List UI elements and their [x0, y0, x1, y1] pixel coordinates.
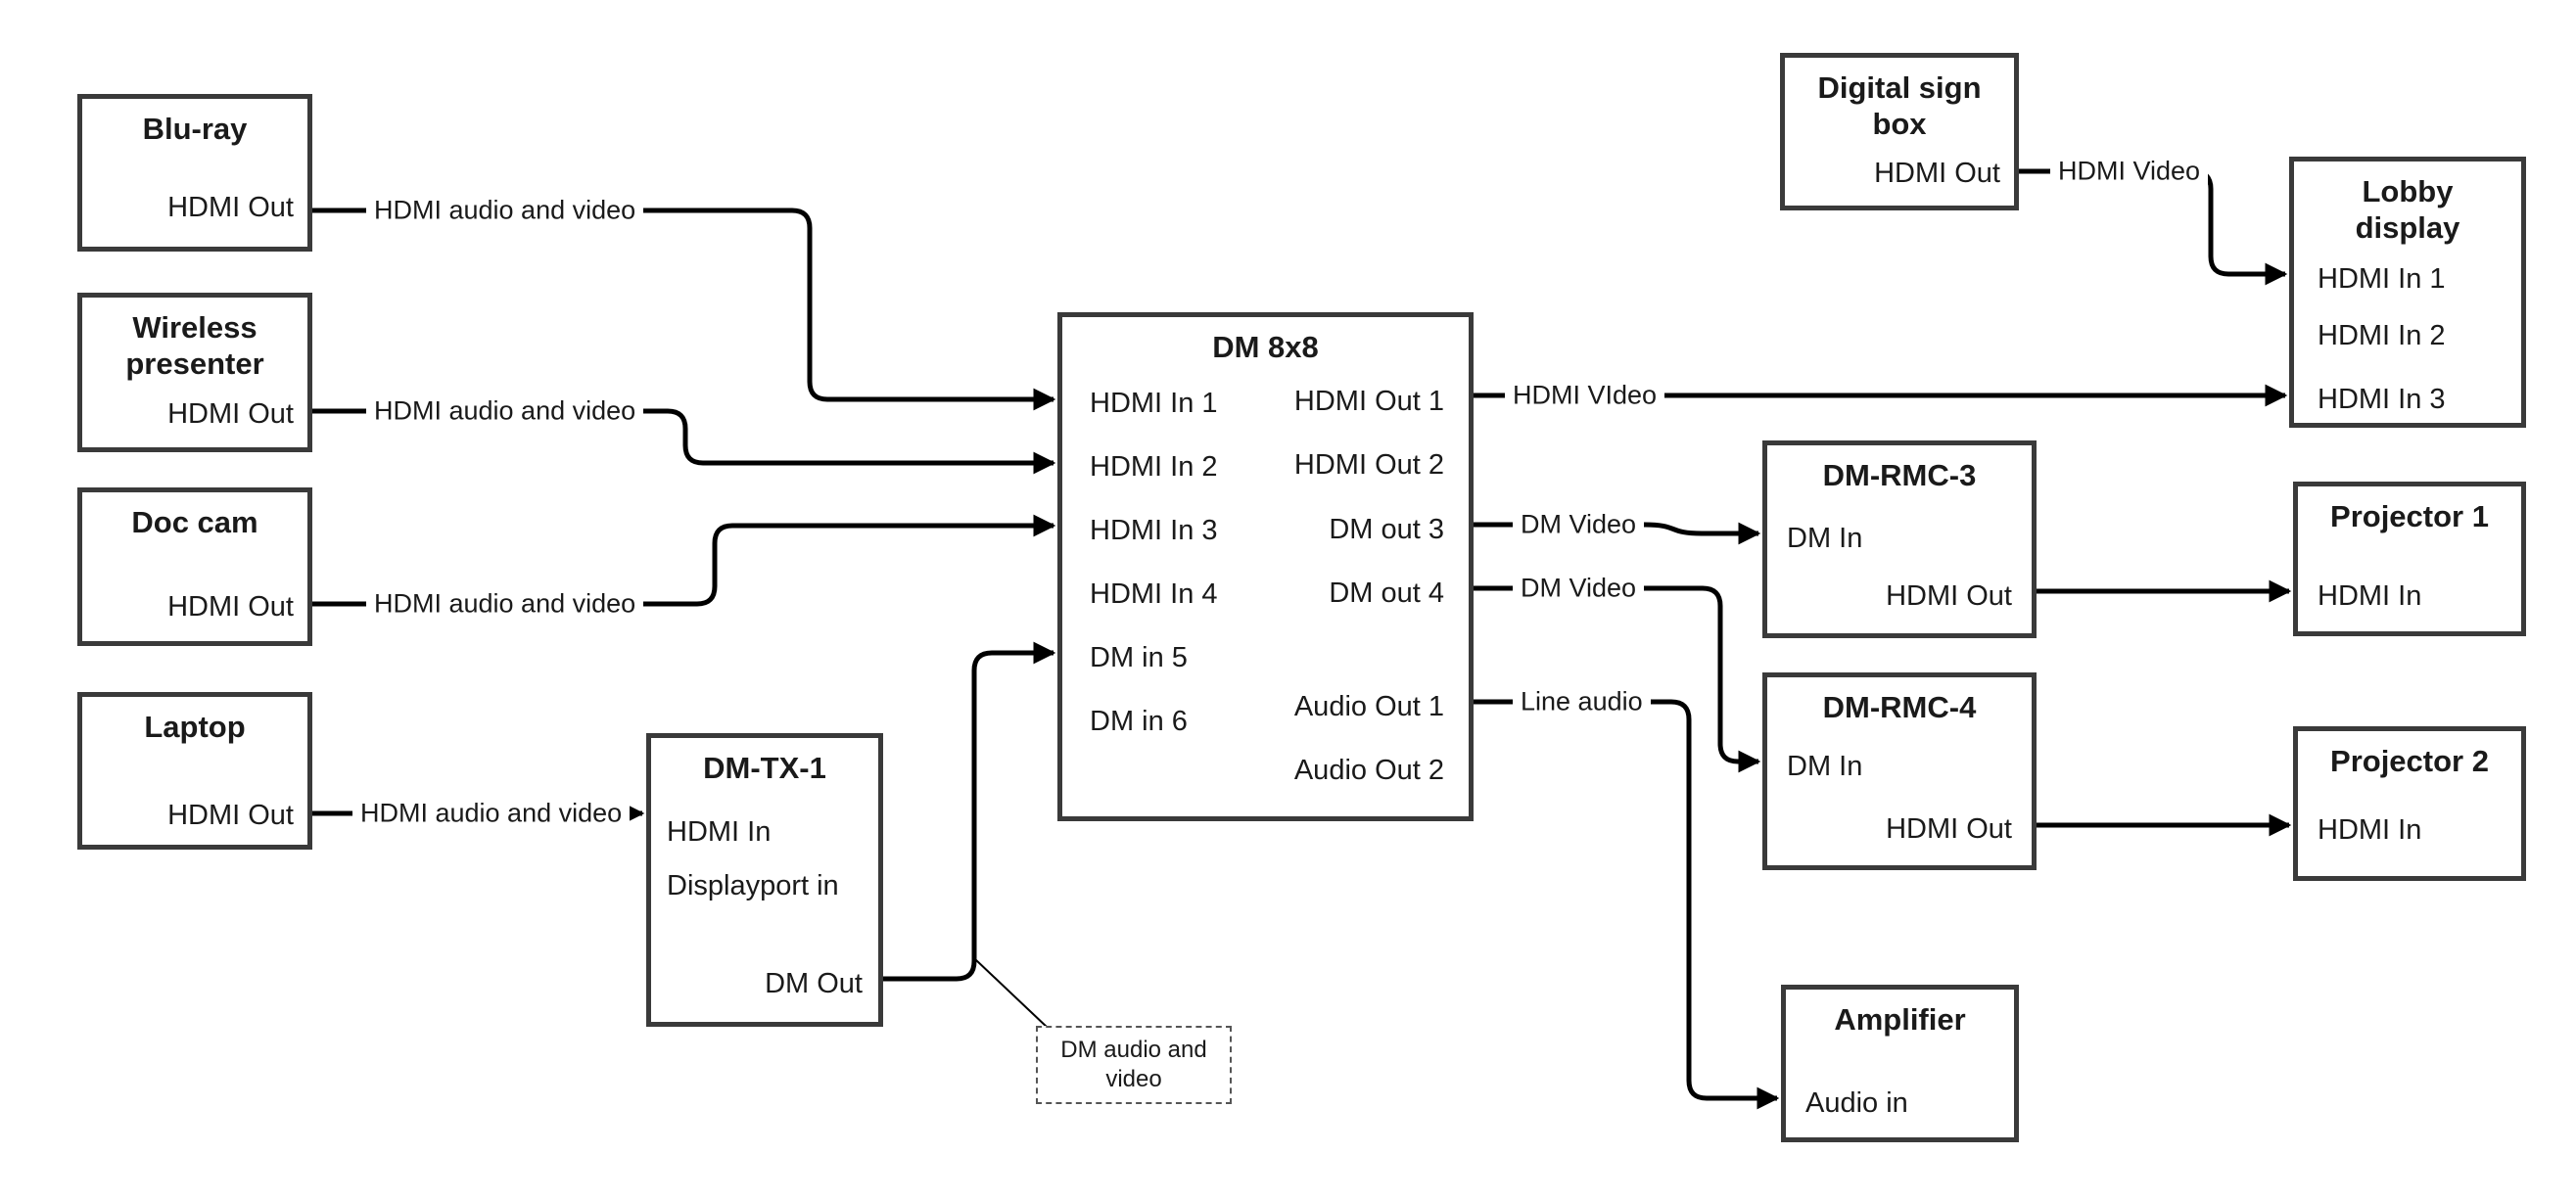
port-dm-in-6: DM in 6: [1090, 706, 1188, 737]
wire-label-hdmi-audio-video-3: HDMI audio and video: [366, 587, 644, 621]
node-title: Digital sign box: [1817, 70, 1982, 141]
port-hdmi-out: HDMI Out: [167, 800, 294, 831]
node-dm-8x8: DM 8x8 HDMI In 1 HDMI In 2 HDMI In 3 HDM…: [1057, 312, 1474, 821]
port-displayport-in: Displayport in: [667, 870, 839, 901]
port-dm-in: DM In: [1787, 751, 1863, 782]
node-title: Amplifier: [1834, 1002, 1966, 1037]
port-hdmi-out: HDMI Out: [167, 192, 294, 223]
note-callout-line: [974, 958, 1049, 1029]
port-dm-in: DM In: [1787, 523, 1863, 554]
wire-label-dm-video-out4: DM Video: [1513, 572, 1645, 605]
wire-wireless-to-dm8x8-in2: [312, 408, 1056, 475]
port-hdmi-in-3: HDMI In 3: [2318, 384, 2446, 415]
wire-dm8x8-out4-to-dmrmc4: [1474, 585, 1761, 773]
port-hdmi-in: HDMI In: [2318, 814, 2422, 846]
wire-label-hdmi-audio-video-2: HDMI audio and video: [366, 394, 644, 428]
port-hdmi-in: HDMI In: [667, 816, 772, 848]
port-audio-in: Audio in: [1805, 1087, 1908, 1119]
node-title: DM-RMC-4: [1822, 690, 1977, 724]
node-doc-cam: Doc cam HDMI Out: [77, 487, 312, 646]
wire-label-line-audio: Line audio: [1513, 685, 1651, 718]
node-title: Projector 2: [2330, 744, 2489, 778]
node-title: Doc cam: [131, 505, 258, 539]
node-title: Lobby display: [2355, 174, 2460, 245]
port-hdmi-out: HDMI Out: [1874, 158, 2000, 189]
wire-dm8x8-audio1-to-amplifier: [1474, 699, 1780, 1110]
port-dm-out-4: DM out 4: [1329, 577, 1444, 609]
port-hdmi-in: HDMI In: [2318, 580, 2422, 612]
wire-bluray-to-dm8x8-in1: [312, 208, 1056, 411]
port-hdmi-in-1: HDMI In 1: [2318, 263, 2446, 295]
port-hdmi-out: HDMI Out: [1886, 580, 2012, 612]
node-wireless-presenter: Wireless presenter HDMI Out: [77, 293, 312, 452]
node-dm-rmc-3: DM-RMC-3 DM In HDMI Out: [1762, 440, 2037, 638]
port-hdmi-in-2: HDMI In 2: [1090, 451, 1218, 483]
node-title: DM-TX-1: [703, 751, 826, 785]
node-dm-tx-1: DM-TX-1 HDMI In Displayport in DM Out: [646, 733, 883, 1027]
node-title: DM-RMC-3: [1822, 458, 1977, 492]
port-hdmi-in-2: HDMI In 2: [2318, 320, 2446, 351]
port-dm-out-3: DM out 3: [1329, 514, 1444, 545]
wire-label-dm-video-out3: DM Video: [1513, 508, 1645, 541]
port-audio-out-2: Audio Out 2: [1293, 755, 1444, 786]
port-dm-out: DM Out: [765, 968, 863, 999]
wire-label-hdmi-video-sign: HDMI Video: [2050, 155, 2209, 188]
port-hdmi-in-1: HDMI In 1: [1090, 388, 1218, 419]
wire-doccam-to-dm8x8-in3: [312, 514, 1056, 607]
node-title: Projector 1: [2330, 499, 2489, 533]
port-hdmi-out-2: HDMI Out 2: [1293, 449, 1444, 481]
wire-label-hdmi-audio-video-4: HDMI audio and video: [352, 797, 631, 830]
node-title: DM 8x8: [1212, 330, 1319, 364]
node-projector-1: Projector 1 HDMI In: [2293, 482, 2526, 636]
port-hdmi-in-3: HDMI In 3: [1090, 515, 1218, 546]
port-dm-in-5: DM in 5: [1090, 642, 1188, 673]
port-hdmi-out: HDMI Out: [167, 398, 294, 430]
node-digital-sign-box: Digital sign box HDMI Out: [1780, 53, 2019, 210]
node-projector-2: Projector 2 HDMI In: [2293, 726, 2526, 881]
port-hdmi-out-1: HDMI Out 1: [1293, 386, 1444, 417]
wire-dm8x8-out3-to-dmrmc3: [1474, 522, 1761, 545]
wire-dmtx1-to-dm8x8-in5: [883, 641, 1056, 982]
note-dm-audio-and-video: DM audio and video: [1036, 1026, 1232, 1104]
node-lobby-display: Lobby display HDMI In 1 HDMI In 2 HDMI I…: [2289, 157, 2526, 428]
node-dm-rmc-4: DM-RMC-4 DM In HDMI Out: [1762, 672, 2037, 870]
port-hdmi-out: HDMI Out: [167, 591, 294, 623]
node-amplifier: Amplifier Audio in: [1781, 985, 2019, 1142]
node-title: Laptop: [144, 710, 246, 744]
node-laptop: Laptop HDMI Out: [77, 692, 312, 850]
node-title: Blu-ray: [142, 112, 248, 146]
node-blu-ray: Blu-ray HDMI Out: [77, 94, 312, 252]
node-title: Wireless presenter: [125, 310, 264, 381]
port-hdmi-in-4: HDMI In 4: [1090, 578, 1218, 610]
port-audio-out-1: Audio Out 1: [1293, 691, 1444, 722]
wire-label-hdmi-audio-video-1: HDMI audio and video: [366, 194, 644, 227]
wire-label-hdmi-video-out1: HDMI VIdeo: [1505, 379, 1665, 412]
port-hdmi-out: HDMI Out: [1886, 813, 2012, 845]
